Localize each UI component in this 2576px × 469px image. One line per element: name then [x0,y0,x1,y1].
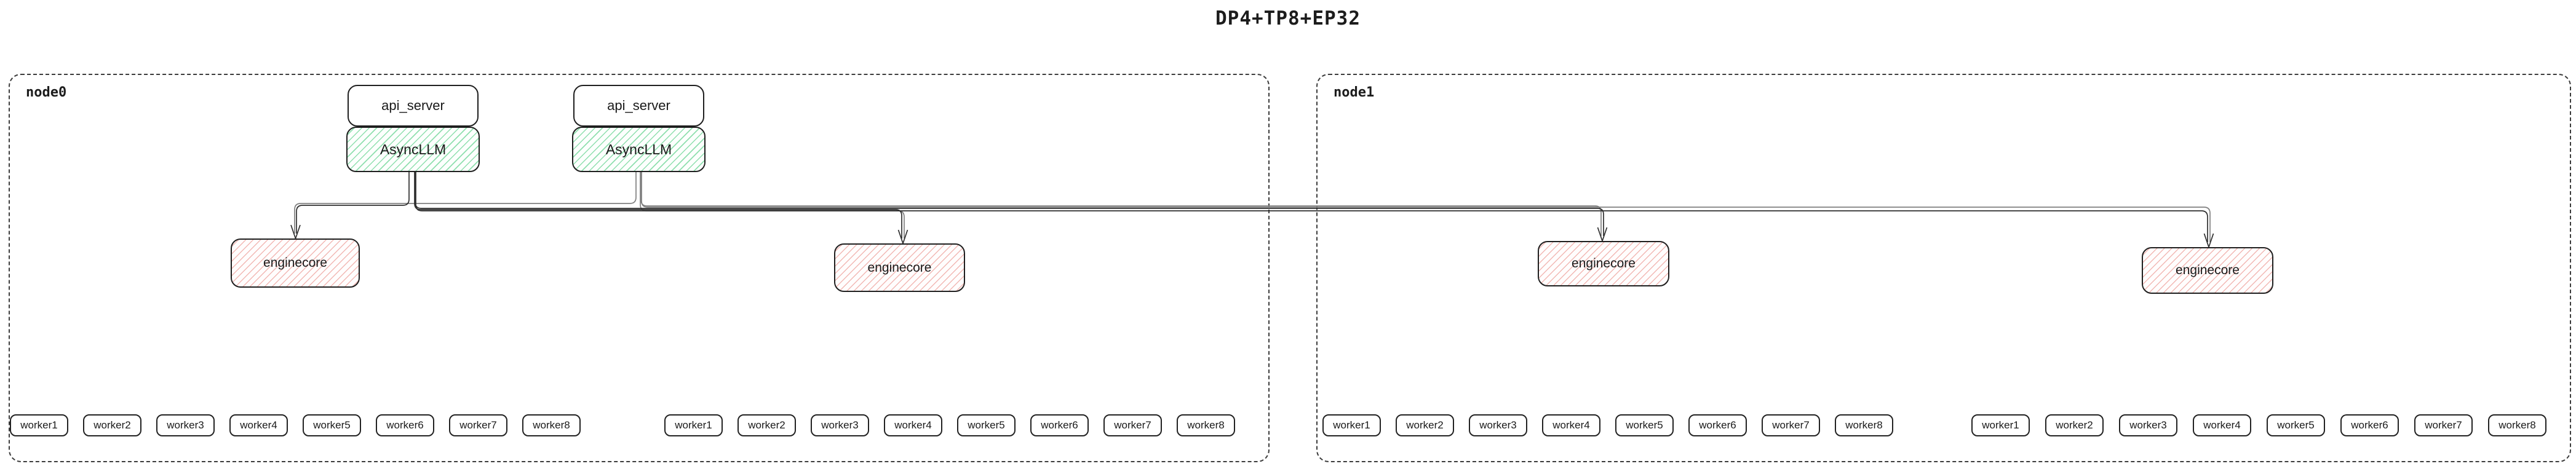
worker-box: worker2 [737,414,796,436]
arrowhead-enginecore4 [2203,233,2214,249]
wire-asyncllm2-enginecore2 [640,172,905,238]
worker-box: worker1 [664,414,723,436]
wire-asyncllm1-enginecore3 [415,172,1604,236]
worker-box: worker6 [376,414,434,436]
connector-dark-group [296,172,2208,242]
worker-box: worker6 [1030,414,1089,436]
diagram-title: DP4+TP8+EP32 [1215,7,1361,30]
worker-box: worker4 [884,414,942,436]
worker-box: worker1 [1322,414,1381,436]
worker-box: worker5 [957,414,1016,436]
arrowhead-enginecore3 [1597,227,1608,243]
worker-box: worker7 [1103,414,1162,436]
wire-asyncllm1-enginecore2 [414,172,902,238]
arrowheads-group [290,224,2214,249]
worker-box: worker5 [2267,414,2325,436]
asyncllm-box-1: AsyncLLM [346,127,480,172]
arrowhead-enginecore1 [290,224,301,240]
worker-box: worker8 [522,414,581,436]
worker-box: worker5 [1615,414,1674,436]
wire-asyncllm1-enginecore4 [415,172,2208,242]
node0-label: node0 [26,85,67,100]
worker-box: worker7 [1762,414,1820,436]
worker-box: worker4 [1542,414,1600,436]
worker-box: worker2 [83,414,141,436]
worker-box: worker4 [2193,414,2251,436]
worker-box: worker2 [2045,414,2104,436]
wire-asyncllm2-enginecore4 [641,172,2211,242]
api-server-box-1: api_server [348,85,479,127]
worker-box: worker3 [1469,414,1527,436]
connector-gray-group [294,172,2211,242]
worker-box: worker8 [1835,414,1893,436]
worker-box: worker8 [2488,414,2546,436]
wire-asyncllm2-enginecore1 [294,172,637,234]
worker-box: worker3 [2119,414,2177,436]
node1-container: node1 [1316,74,2571,462]
enginecore-box-3: enginecore [1538,241,1669,286]
wire-asyncllm1-enginecore1 [296,172,410,234]
worker-box: worker8 [1177,414,1235,436]
enginecore-box-1: enginecore [231,238,360,288]
node1-label: node1 [1334,85,1375,100]
worker-box: worker6 [2340,414,2399,436]
worker-box: worker5 [303,414,361,436]
wire-asyncllm2-enginecore3 [640,172,1602,236]
node0-container: node0 [9,74,1270,462]
worker-box: worker1 [10,414,68,436]
worker-box: worker3 [811,414,869,436]
arrowhead-enginecore2 [897,229,908,245]
worker-box: worker7 [2414,414,2473,436]
enginecore-box-4: enginecore [2142,247,2273,294]
worker-box: worker4 [229,414,288,436]
worker-box: worker6 [1688,414,1747,436]
worker-box: worker2 [1396,414,1454,436]
worker-box: worker7 [449,414,507,436]
worker-box: worker3 [156,414,215,436]
worker-box: worker1 [1971,414,2030,436]
enginecore-box-2: enginecore [834,243,965,292]
api-server-box-2: api_server [573,85,704,127]
asyncllm-box-2: AsyncLLM [572,127,706,172]
